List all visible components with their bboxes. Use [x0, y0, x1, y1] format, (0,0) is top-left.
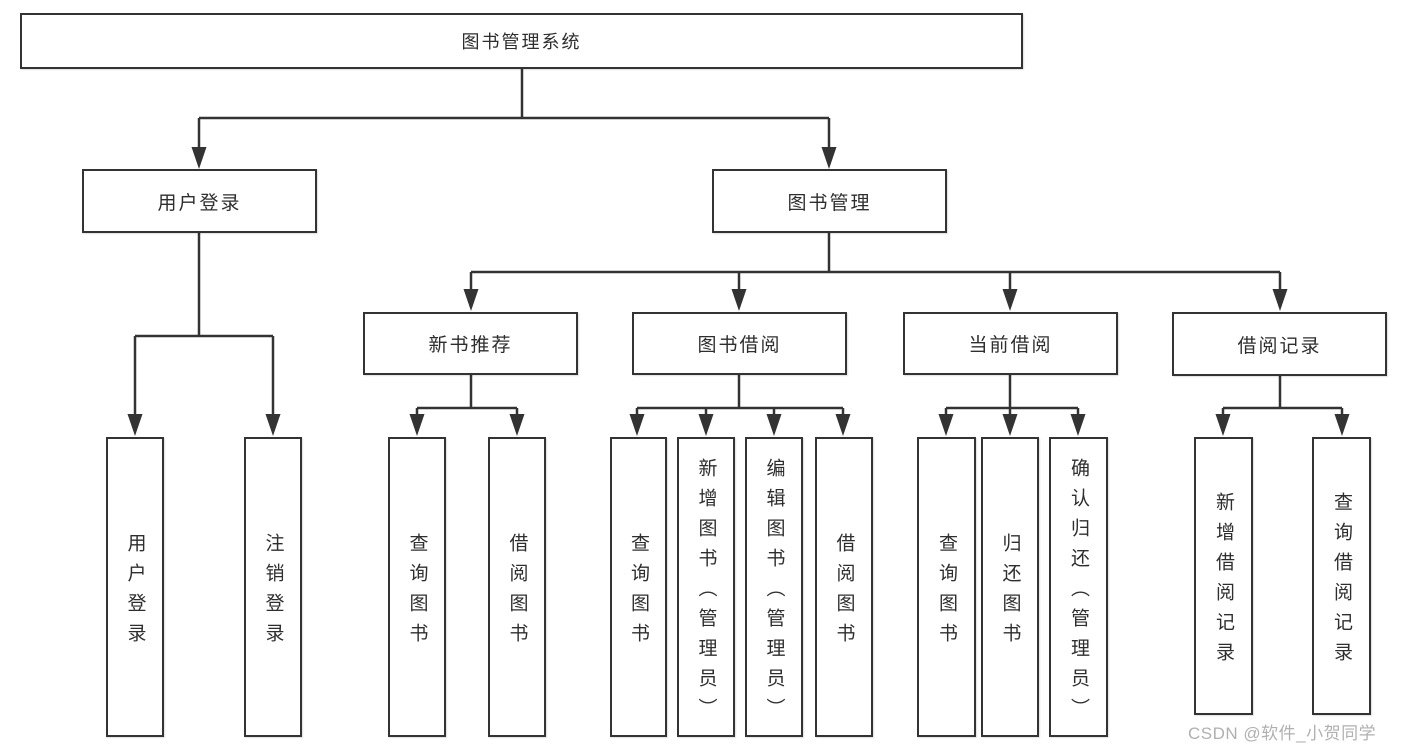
- leaf-query-borrow-record-label: 查询借阅记录: [1331, 491, 1352, 672]
- leaf-logout-label: 注销登录: [262, 532, 284, 653]
- leaf-add-borrow-record: 新增借阅记录: [1194, 437, 1253, 715]
- node-book-borrow: 图书借阅: [632, 312, 847, 375]
- node-borrow-records: 借阅记录: [1172, 312, 1387, 376]
- leaf-confirm-return-admin: 确认归还（管理员）: [1049, 437, 1108, 737]
- connector-root-to-level2: [197, 69, 831, 147]
- connector-book-mgmt-branch: [469, 233, 1282, 290]
- node-current-borrow-label: 当前借阅: [968, 335, 1053, 356]
- leaf-user-login-label: 用户登录: [124, 532, 146, 653]
- leaf-logout: 注销登录: [244, 437, 302, 737]
- arrowheads: [127, 147, 1350, 436]
- node-book-borrow-label: 图书借阅: [697, 335, 782, 356]
- leaf-borrow-query-books-label: 查询图书: [628, 532, 649, 653]
- csdn-watermark: CSDN @软件_小贺同学: [1188, 724, 1377, 743]
- node-borrow-records-label: 借阅记录: [1237, 335, 1322, 357]
- node-root-system-label: 图书管理系统: [461, 32, 582, 52]
- leaf-return-books-label: 归还图书: [999, 532, 1021, 653]
- connector-user-login-branch: [133, 233, 275, 415]
- leaf-rec-borrow-books-label: 借阅图书: [506, 532, 528, 653]
- leaf-borrow-books: 借阅图书: [815, 437, 873, 737]
- node-new-book-rec: 新书推荐: [363, 312, 578, 375]
- leaf-rec-query-books: 查询图书: [388, 437, 446, 737]
- leaf-add-borrow-record-label: 新增借阅记录: [1213, 491, 1234, 672]
- leaf-add-books-admin-label: 新增图书（管理员）: [695, 457, 717, 728]
- connector-new-book-branch: [415, 375, 519, 415]
- leaf-edit-books-admin: 编辑图书（管理员）: [745, 437, 803, 737]
- node-book-mgmt-module-label: 图书管理: [787, 192, 872, 214]
- leaf-borrow-books-label: 借阅图书: [833, 532, 855, 653]
- leaf-query-borrow-record: 查询借阅记录: [1312, 437, 1371, 715]
- connector-book-borrow-branch: [635, 375, 845, 415]
- node-current-borrow: 当前借阅: [903, 312, 1118, 375]
- leaf-rec-query-books-label: 查询图书: [406, 532, 428, 653]
- leaf-borrow-query-books: 查询图书: [610, 437, 667, 737]
- leaf-confirm-return-admin-label: 确认归还（管理员）: [1068, 457, 1089, 728]
- node-book-mgmt-module: 图书管理: [712, 169, 947, 233]
- leaf-return-books: 归还图书: [981, 437, 1039, 737]
- leaf-add-books-admin: 新增图书（管理员）: [677, 437, 735, 737]
- node-root-system: 图书管理系统: [20, 13, 1023, 69]
- node-user-login-module-label: 用户登录: [157, 192, 242, 214]
- leaf-user-login: 用户登录: [106, 437, 164, 737]
- node-user-login-module: 用户登录: [82, 169, 317, 233]
- leaf-rec-borrow-books: 借阅图书: [488, 437, 546, 737]
- leaf-current-query-books-label: 查询图书: [936, 532, 957, 653]
- node-new-book-rec-label: 新书推荐: [428, 335, 513, 356]
- leaf-current-query-books: 查询图书: [917, 437, 976, 737]
- connector-current-borrow-branch: [944, 375, 1080, 415]
- leaf-edit-books-admin-label: 编辑图书（管理员）: [763, 457, 785, 728]
- connector-borrow-records-branch: [1221, 375, 1344, 415]
